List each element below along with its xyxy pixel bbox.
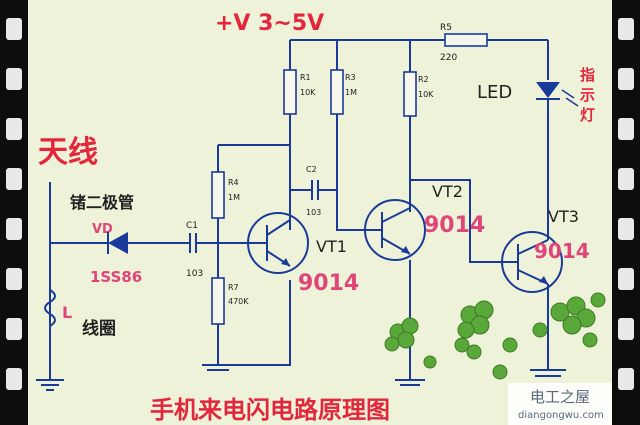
antenna-label: 天线 xyxy=(38,135,98,170)
transistor-vt1 xyxy=(247,212,309,274)
vt3-base-wire xyxy=(410,179,500,263)
resistor-r7 xyxy=(211,277,225,325)
coil-name-label: 线圈 xyxy=(82,318,116,339)
supply-label: +V 3~5V xyxy=(215,11,324,36)
c1-value: 103 xyxy=(186,269,203,279)
resistor-r1 xyxy=(283,69,297,115)
indicator-char-3: 灯 xyxy=(580,106,595,124)
led-icon xyxy=(536,82,560,98)
r3-label: R3 xyxy=(345,73,356,82)
c1-label: C1 xyxy=(186,221,198,231)
r1-value: 10K xyxy=(300,88,316,97)
r3-value: 1M xyxy=(345,88,357,97)
film-sprockets xyxy=(6,18,634,390)
diode-part-label: 1SS86 xyxy=(90,268,142,286)
watermark-cn: 电工之屋 xyxy=(530,388,590,406)
vd-label: VD xyxy=(92,222,113,237)
transistor-vt2 xyxy=(364,199,426,261)
c2-value: 103 xyxy=(306,208,321,217)
clover-decoration xyxy=(384,292,606,380)
diagram-background xyxy=(28,0,612,425)
ground-icon xyxy=(36,379,64,391)
r7-label: R7 xyxy=(228,283,239,292)
vt2-part-label: 9014 xyxy=(424,213,485,238)
c2-label: C2 xyxy=(306,165,317,174)
transistor-vt3 xyxy=(500,231,563,293)
diode-title: 锗二极管 xyxy=(70,193,134,212)
diode-icon xyxy=(108,232,128,254)
vt1-emitter-ground xyxy=(218,280,291,366)
watermark-url: diangongwu.com xyxy=(518,410,604,421)
vt1-label: VT1 xyxy=(316,237,347,256)
r4-value: 1M xyxy=(228,193,240,202)
vt1-part-label: 9014 xyxy=(298,271,359,296)
resistor-r2 xyxy=(403,71,417,117)
r4-label: R4 xyxy=(228,178,239,187)
coil-l-label: L xyxy=(62,303,72,322)
resistor-r5 xyxy=(444,33,488,47)
vt2-label: VT2 xyxy=(432,182,463,201)
indicator-char-1: 指 xyxy=(580,66,595,84)
watermark-box xyxy=(508,383,612,425)
r5-value: 220 xyxy=(440,53,457,63)
capacitor-c2 xyxy=(311,180,319,200)
indicator-char-2: 示 xyxy=(580,86,595,104)
coil-icon xyxy=(44,289,56,327)
r7-value: 470K xyxy=(228,297,249,306)
r2-value: 10K xyxy=(418,90,434,99)
r1-label: R1 xyxy=(300,73,311,82)
vt3-label: VT3 xyxy=(548,207,579,226)
resistor-r3 xyxy=(330,69,344,115)
r5-label: R5 xyxy=(440,23,452,33)
bottom-title: 手机来电闪电路原理图 xyxy=(150,396,390,424)
resistor-r4 xyxy=(211,171,225,219)
vt2-base-wire xyxy=(336,114,368,231)
r2-label: R2 xyxy=(418,75,429,84)
led-label: LED xyxy=(477,82,512,103)
vt3-part-label: 9014 xyxy=(534,239,590,263)
led-light-arrows xyxy=(561,89,579,107)
